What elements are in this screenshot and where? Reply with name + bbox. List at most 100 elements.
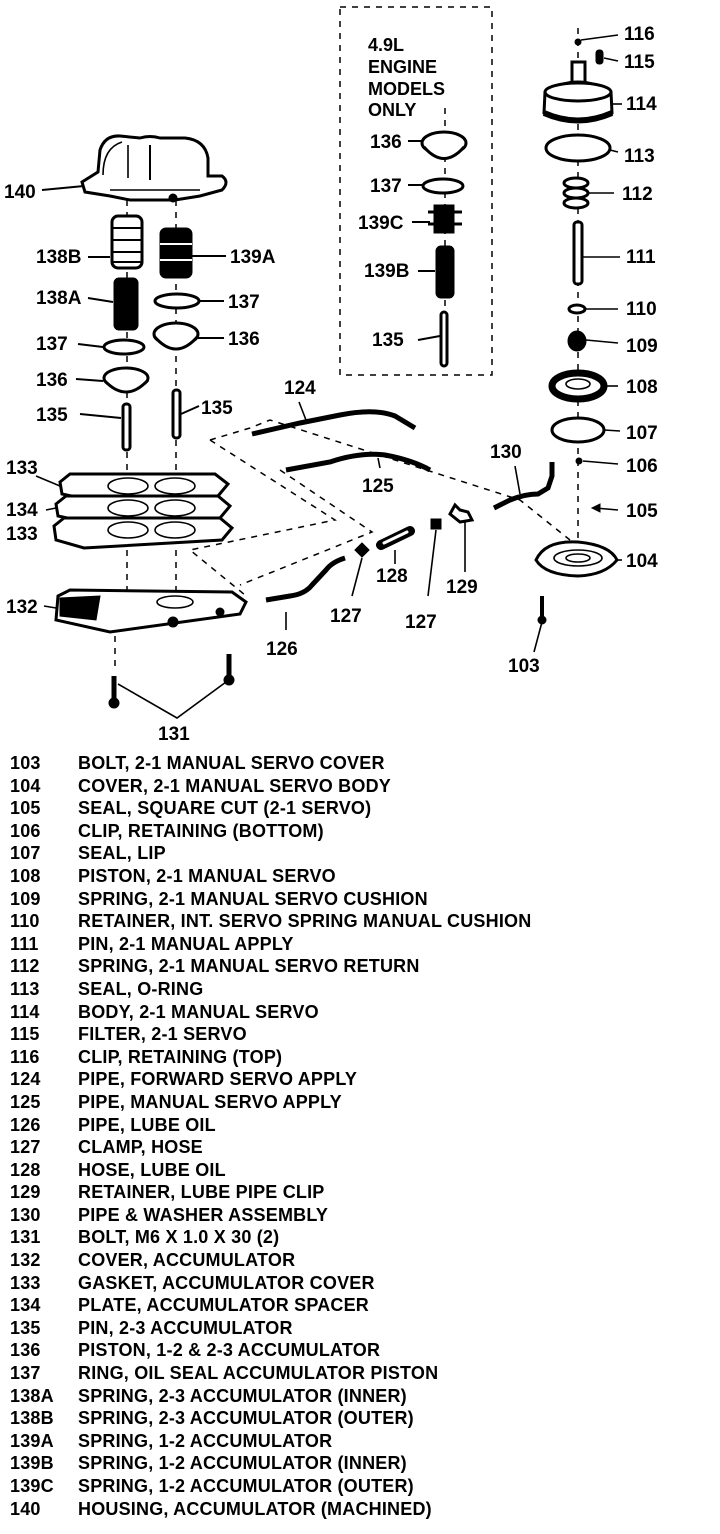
part-135-left bbox=[121, 402, 132, 452]
part-description: SPRING, 1-2 ACCUMULATOR bbox=[78, 1430, 333, 1451]
callout-104: 104 bbox=[626, 551, 658, 572]
note-line-2: ENGINE bbox=[368, 57, 437, 77]
part-111 bbox=[572, 220, 584, 286]
parts-list-item: 104 COVER, 2-1 MANUAL SERVO BODY bbox=[10, 775, 710, 798]
part-136-box bbox=[420, 130, 468, 160]
part-number: 113 bbox=[10, 978, 40, 999]
part-number: 132 bbox=[10, 1250, 41, 1271]
parts-list-item: 134 PLATE, ACCUMULATOR SPACER bbox=[10, 1294, 710, 1317]
part-110 bbox=[567, 303, 587, 315]
callout-127-right: 127 bbox=[405, 612, 437, 633]
part-description: SPRING, 1-2 ACCUMULATOR (INNER) bbox=[78, 1453, 407, 1474]
parts-list-item: 140 HOUSING, ACCUMULATOR (MACHINED) bbox=[10, 1498, 710, 1521]
part-140 bbox=[80, 134, 228, 203]
part-description: SEAL, SQUARE CUT (2-1 SERVO) bbox=[78, 798, 372, 819]
part-description: COVER, 2-1 MANUAL SERVO BODY bbox=[78, 775, 391, 796]
callout-139c-box: 139C bbox=[358, 213, 404, 234]
callout-130: 130 bbox=[490, 442, 522, 463]
parts-list: 103 BOLT, 2-1 MANUAL SERVO COVER 104 COV… bbox=[10, 752, 710, 1520]
part-104 bbox=[534, 540, 619, 578]
callout-109: 109 bbox=[626, 336, 658, 357]
parts-list-item: 116 CLIP, RETAINING (TOP) bbox=[10, 1046, 710, 1069]
part-136-left bbox=[102, 366, 150, 394]
part-description: COVER, ACCUMULATOR bbox=[78, 1250, 296, 1271]
parts-list-item: 106 CLIP, RETAINING (BOTTOM) bbox=[10, 820, 710, 843]
part-138b bbox=[110, 214, 144, 270]
part-139b-box bbox=[435, 245, 455, 299]
part-127-left bbox=[354, 542, 370, 558]
part-137-left bbox=[102, 338, 146, 356]
callout-133-upper: 133 bbox=[6, 458, 38, 479]
callout-134: 134 bbox=[6, 500, 38, 521]
parts-list-item: 125 PIPE, MANUAL SERVO APPLY bbox=[10, 1091, 710, 1114]
part-description: PISTON, 2-1 MANUAL SERVO bbox=[78, 865, 336, 886]
callout-103: 103 bbox=[508, 656, 540, 677]
parts-list-item: 126 PIPE, LUBE OIL bbox=[10, 1114, 710, 1137]
part-description: RING, OIL SEAL ACCUMULATOR PISTON bbox=[78, 1363, 439, 1384]
part-number: 103 bbox=[10, 753, 41, 773]
part-129 bbox=[448, 502, 475, 524]
part-number: 135 bbox=[10, 1317, 41, 1338]
callout-136-right: 136 bbox=[228, 329, 260, 350]
parts-list-item: 138B SPRING, 2-3 ACCUMULATOR (OUTER) bbox=[10, 1407, 710, 1430]
parts-list-item: 139B SPRING, 1-2 ACCUMULATOR (INNER) bbox=[10, 1452, 710, 1475]
part-130 bbox=[492, 462, 555, 511]
parts-list-item: 114 BODY, 2-1 MANUAL SERVO bbox=[10, 1001, 710, 1024]
parts-list-item: 115 FILTER, 2-1 SERVO bbox=[10, 1023, 710, 1046]
part-number: 139B bbox=[10, 1453, 54, 1474]
part-114 bbox=[542, 60, 614, 124]
part-number: 124 bbox=[10, 1069, 41, 1090]
part-128 bbox=[376, 526, 415, 550]
part-134 bbox=[54, 494, 233, 524]
parts-list-item: 130 PIPE & WASHER ASSEMBLY bbox=[10, 1204, 710, 1227]
callout-114: 114 bbox=[626, 94, 657, 115]
parts-list-item: 110 RETAINER, INT. SERVO SPRING MANUAL C… bbox=[10, 910, 710, 933]
part-106 bbox=[575, 457, 583, 465]
part-description: CLAMP, HOSE bbox=[78, 1137, 203, 1158]
callout-116: 116 bbox=[624, 24, 655, 45]
callout-107: 107 bbox=[626, 423, 658, 444]
parts-list-item: 131 BOLT, M6 X 1.0 X 30 (2) bbox=[10, 1226, 710, 1249]
note-line-3: MODELS bbox=[368, 79, 445, 99]
part-number: 125 bbox=[10, 1091, 41, 1112]
part-109 bbox=[567, 330, 587, 352]
callout-136-left: 136 bbox=[36, 370, 68, 391]
callout-115: 115 bbox=[624, 52, 655, 73]
exploded-view-diagram: 4.9L ENGINE MODELS ONLY 136 137 139C 139… bbox=[4, 6, 658, 745]
parts-list-item: 127 CLAMP, HOSE bbox=[10, 1136, 710, 1159]
part-description: PIN, 2-3 ACCUMULATOR bbox=[78, 1317, 293, 1338]
parts-list-item: 129 RETAINER, LUBE PIPE CLIP bbox=[10, 1181, 710, 1204]
part-132 bbox=[54, 588, 248, 634]
note-line-1: 4.9L bbox=[368, 35, 404, 55]
part-137-box bbox=[421, 177, 465, 195]
callout-138b: 138B bbox=[36, 247, 81, 268]
part-number: 138A bbox=[10, 1385, 54, 1406]
part-135-right bbox=[171, 388, 182, 440]
manual-servo-stack: 116 115 114 113 112 111 110 bbox=[508, 24, 658, 677]
callout-111: 111 bbox=[626, 247, 656, 268]
part-number: 107 bbox=[10, 843, 41, 864]
engine-note-box: 4.9L ENGINE MODELS ONLY 136 137 139C 139… bbox=[339, 6, 493, 376]
part-125 bbox=[285, 451, 432, 473]
callout-137-box: 137 bbox=[370, 176, 402, 197]
parts-list-item: 107 SEAL, LIP bbox=[10, 842, 710, 865]
part-description: SPRING, 2-3 ACCUMULATOR (OUTER) bbox=[78, 1408, 414, 1429]
parts-list-item: 128 HOSE, LUBE OIL bbox=[10, 1159, 710, 1182]
part-description: SPRING, 2-1 MANUAL SERVO RETURN bbox=[78, 956, 420, 977]
part-139c-box bbox=[428, 204, 462, 234]
part-description: PLATE, ACCUMULATOR SPACER bbox=[78, 1295, 369, 1316]
part-103 bbox=[537, 596, 547, 625]
part-description: FILTER, 2-1 SERVO bbox=[78, 1024, 247, 1045]
part-number: 109 bbox=[10, 888, 41, 909]
part-description: PIPE, MANUAL SERVO APPLY bbox=[78, 1091, 342, 1112]
part-137-right bbox=[153, 292, 201, 310]
callout-136-box: 136 bbox=[370, 132, 402, 153]
part-description: RETAINER, INT. SERVO SPRING MANUAL CUSHI… bbox=[78, 911, 532, 932]
part-description: CLIP, RETAINING (TOP) bbox=[78, 1046, 283, 1067]
part-138a bbox=[113, 277, 139, 331]
note-line-4: ONLY bbox=[368, 100, 416, 120]
part-description: SEAL, LIP bbox=[78, 843, 166, 864]
part-description: SEAL, O-RING bbox=[78, 978, 204, 999]
part-number: 129 bbox=[10, 1182, 41, 1203]
part-number: 136 bbox=[10, 1340, 41, 1361]
